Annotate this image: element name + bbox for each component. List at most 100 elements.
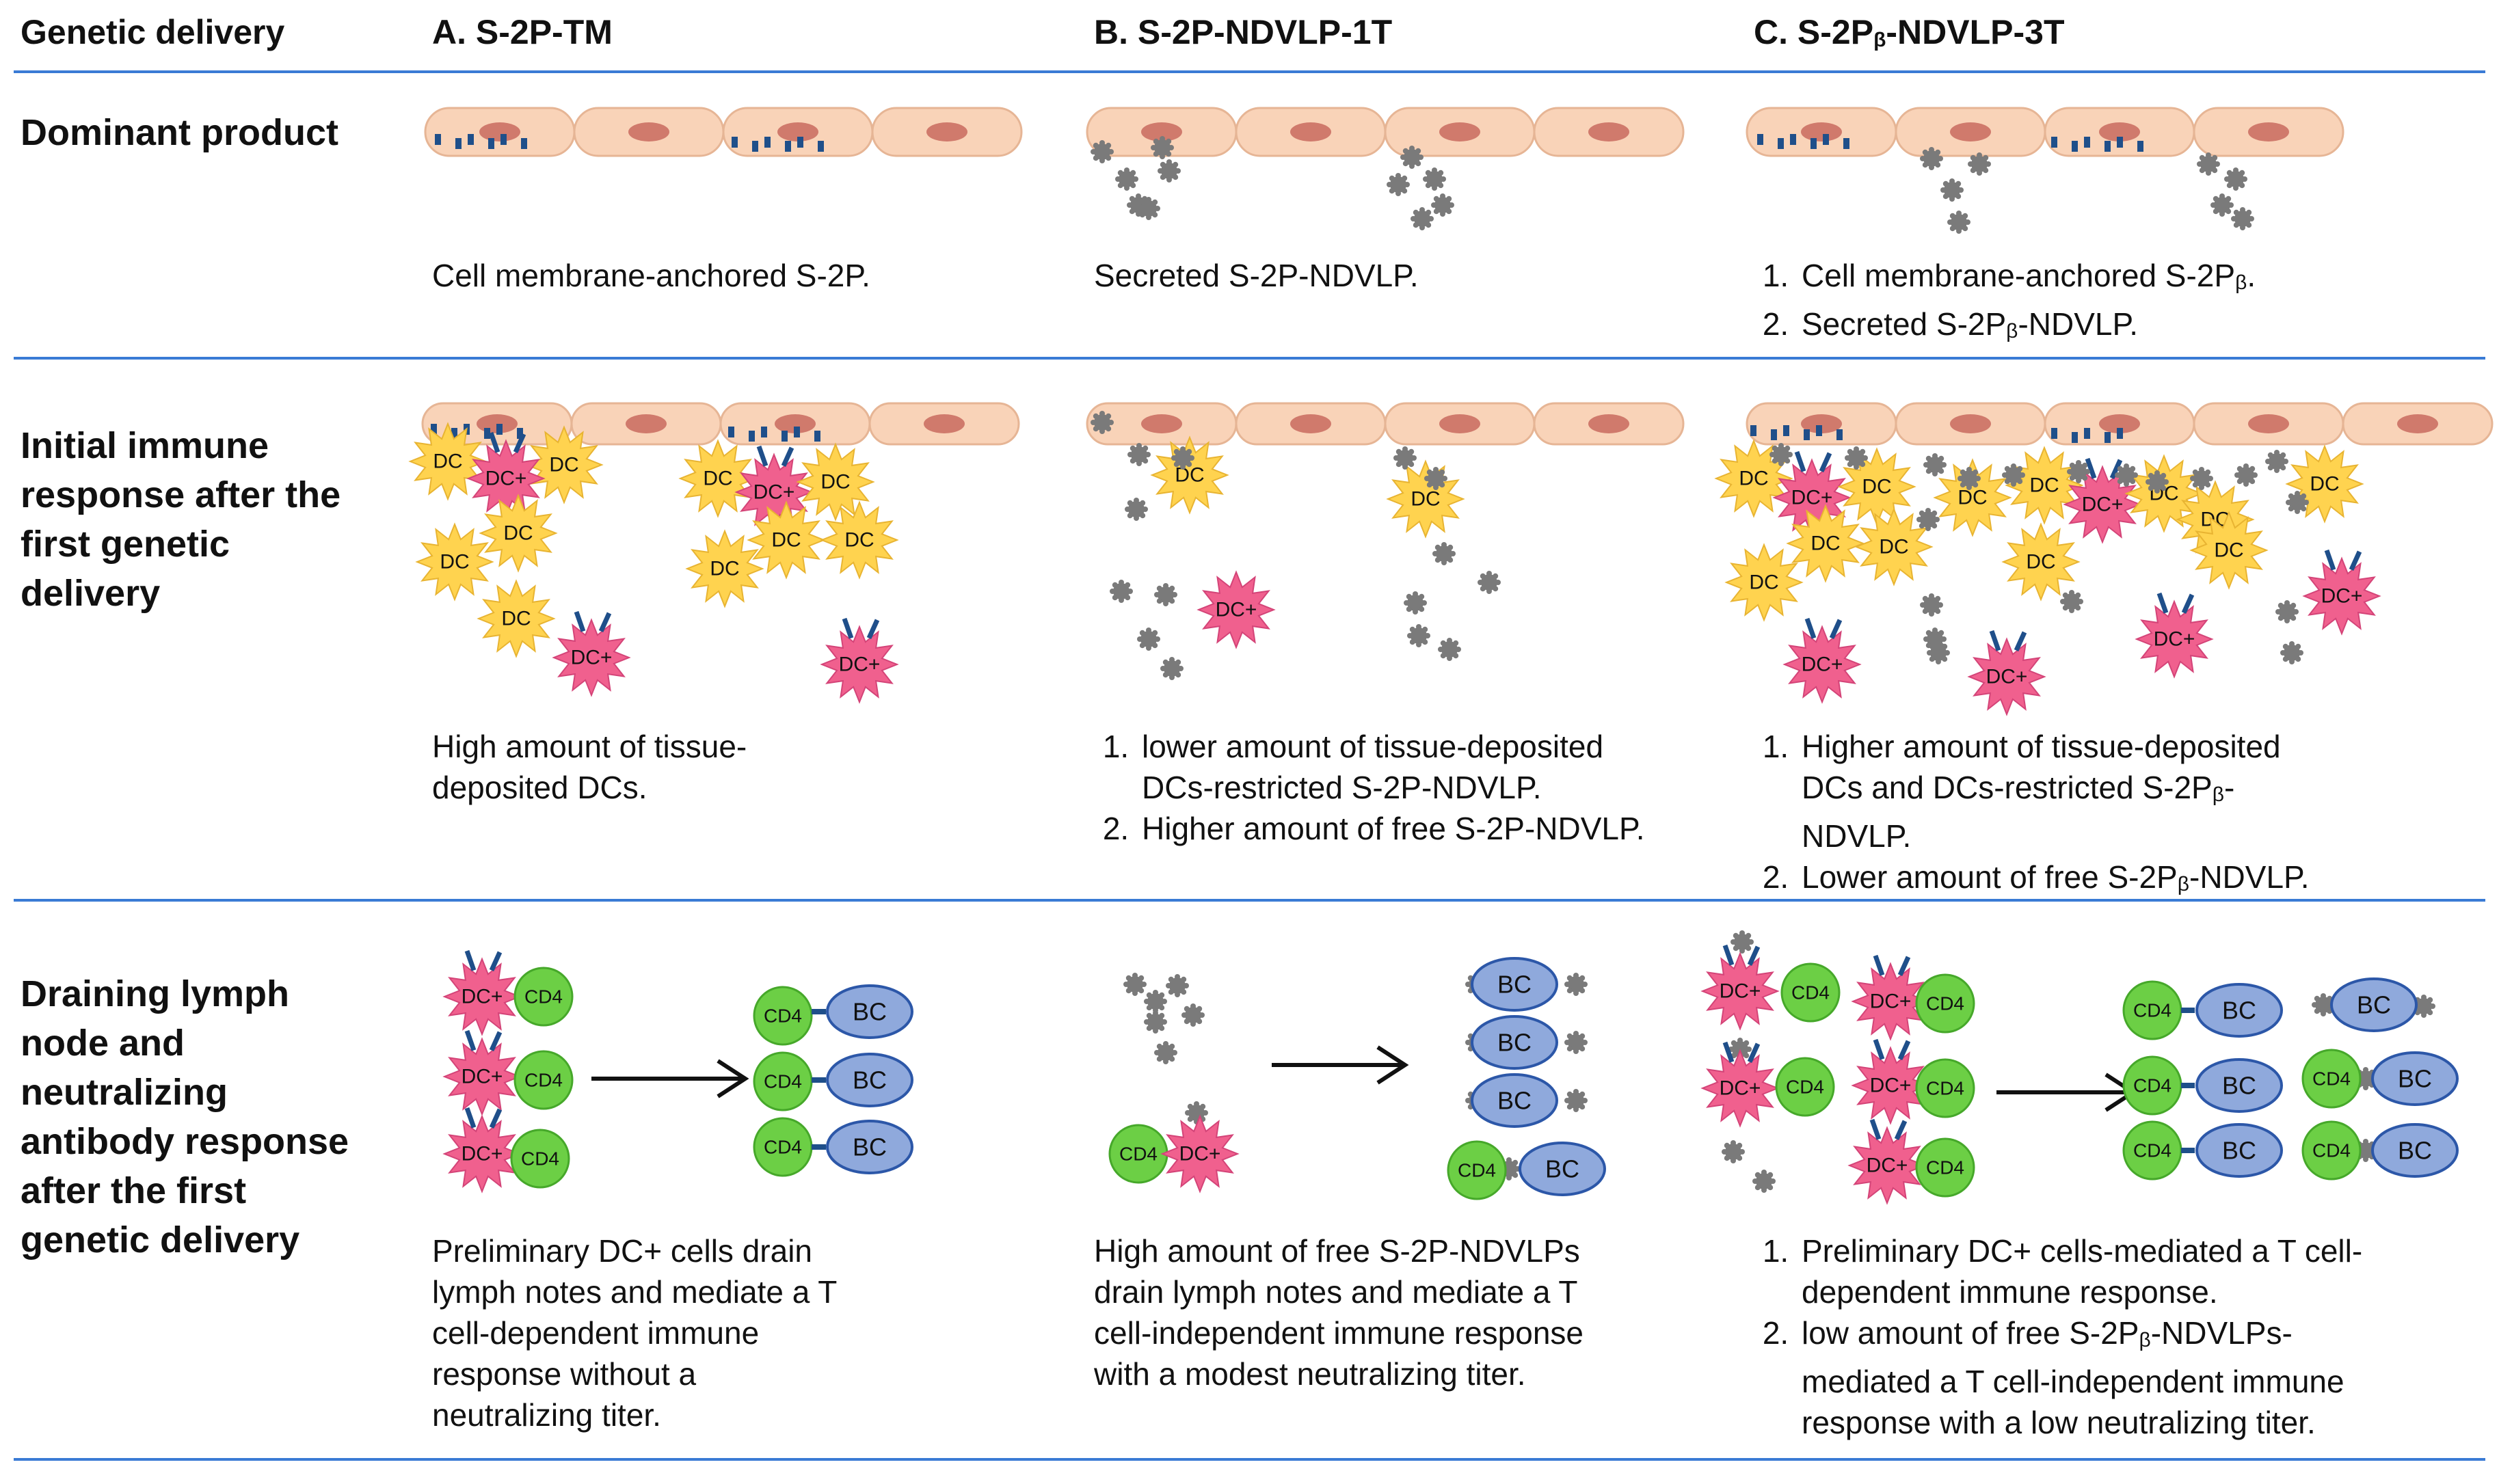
- dc-plus-cell: DC+: [1782, 617, 1862, 704]
- cell-label: DC+: [2321, 585, 2363, 608]
- ndvlp-particle: [1151, 136, 1174, 159]
- cell-label: DC: [1749, 571, 1778, 594]
- receptor: [728, 427, 734, 437]
- cell-label: CD4: [764, 1071, 802, 1092]
- cell-label: BC: [1497, 971, 1532, 999]
- cell-label: DC: [844, 529, 874, 552]
- cell-label: DC+: [1802, 653, 1843, 676]
- receptors-a1a: [435, 134, 527, 149]
- ndvlp-particle: [1438, 638, 1461, 661]
- dendritic-cell: DC: [415, 522, 494, 602]
- ndvlp-particle: [1431, 193, 1454, 217]
- cell-label: DC: [1879, 536, 1908, 558]
- nucleus: [924, 414, 965, 433]
- particles-c2: [1769, 443, 2309, 664]
- nucleus: [1950, 122, 1991, 141]
- dendritic-cell: DC: [796, 442, 875, 522]
- cell-label: DC: [1957, 487, 1987, 509]
- cell-label: BC: [2222, 997, 2256, 1025]
- dc-plus-cell: DC+: [2302, 549, 2381, 636]
- ndvlp-particle: [1916, 508, 1940, 531]
- receptor: [2084, 137, 2090, 148]
- caption-lymph-c-item2: low amount of free S-2Pβ-NDVLPs- mediate…: [1798, 1312, 2362, 1443]
- cell-label: DC: [2026, 551, 2055, 574]
- cd4-cell: CD4: [1447, 1140, 1507, 1200]
- dc-plus-cell: DC+: [1851, 1038, 1930, 1125]
- ndvlp-particle: [1564, 1089, 1588, 1112]
- ndvlp-particle: [1957, 467, 1981, 490]
- ndvlp-particle: [1730, 930, 1754, 954]
- caption-initial-b-item1: lower amount of tissue-depositedDCs-rest…: [1138, 726, 1645, 808]
- cd4-cell: CD4: [513, 1050, 574, 1110]
- ndvlp-particle: [1185, 1101, 1208, 1124]
- receptor: [818, 141, 824, 152]
- ndvlp-particle: [2265, 450, 2288, 473]
- ndvlp-particle: [1920, 593, 1943, 617]
- cd4-cell: CD4: [1108, 1124, 1168, 1184]
- receptors-c2a: [1750, 425, 1843, 440]
- ndvlp-particle: [1432, 542, 1456, 565]
- cd4-cell: CD4: [2122, 1055, 2182, 1116]
- cell-label: DC+: [462, 1143, 503, 1165]
- nucleus: [1801, 414, 1842, 433]
- header-col-a: A. S-2P-TM: [432, 13, 613, 51]
- cell-label: CD4: [764, 1006, 802, 1027]
- ndvlp-particle: [1393, 446, 1417, 470]
- ndvlp-particle: [1154, 1041, 1177, 1064]
- caption-lymph-c: Preliminary DC+ cells-mediated a T cell-…: [1754, 1230, 2362, 1443]
- ndvlp-particle: [1171, 446, 1194, 470]
- dendritic-cell: DC: [479, 494, 558, 573]
- dendritic-cell: DC: [1386, 459, 1465, 539]
- receptor: [2104, 432, 2111, 443]
- cell-label: DC: [1862, 476, 1891, 498]
- receptors-c1b: [2051, 137, 2143, 152]
- dendritic-cell: DC: [524, 425, 604, 504]
- nucleus: [926, 122, 967, 141]
- nucleus: [1588, 414, 1629, 433]
- receptor: [752, 141, 758, 152]
- receptor: [1750, 425, 1756, 436]
- receptor: [1816, 425, 1822, 436]
- b-cell: BC: [2371, 1123, 2459, 1178]
- nucleus: [628, 122, 669, 141]
- cell-label: CD4: [524, 986, 563, 1008]
- particles-c3: [1722, 930, 2435, 1193]
- particles-b2: [1091, 411, 1501, 680]
- ndvlp-particle: [1564, 1031, 1588, 1054]
- receptor: [451, 428, 457, 439]
- arrow-c3: [1996, 1072, 2137, 1112]
- cell-label: DC: [501, 608, 531, 630]
- epithelium-c1: [1746, 107, 2344, 157]
- ndvlp-particle: [1400, 146, 1424, 169]
- particles-b1: [1091, 136, 1454, 230]
- cell-label: BC: [853, 1066, 887, 1094]
- receptor: [1790, 134, 1796, 145]
- b-cell: BC: [2195, 983, 2283, 1038]
- receptor: [2051, 428, 2057, 439]
- cell-label: CD4: [2312, 1140, 2351, 1161]
- cell-label: CD4: [764, 1137, 802, 1158]
- receptor: [455, 138, 462, 149]
- cell-label: BC: [2222, 1072, 2256, 1100]
- cd4-cell: CD4: [1775, 1057, 1835, 1117]
- cd4-cell: CD4: [510, 1129, 570, 1189]
- nucleus: [2248, 414, 2289, 433]
- ndvlp-particle: [2067, 460, 2090, 483]
- cell-label: DC+: [2154, 628, 2195, 651]
- ndvlp-particle: [1478, 571, 1501, 594]
- cell-label: DC+: [839, 653, 881, 676]
- cd4-cell: CD4: [753, 1117, 813, 1177]
- cell-label: DC+: [1870, 990, 1912, 1013]
- caption-dominant-b: Secreted S-2P-NDVLP.: [1094, 258, 1419, 293]
- cell-label: DC: [1175, 464, 1204, 487]
- receptor: [1778, 138, 1784, 149]
- receptor: [1757, 134, 1763, 145]
- b-cell: BC: [2195, 1058, 2283, 1113]
- receptors-c1a: [1757, 134, 1849, 149]
- ndvlp-particle: [1137, 197, 1160, 220]
- cell-label: CD4: [1458, 1160, 1496, 1181]
- dc-plus-cell: DC+: [1700, 1041, 1780, 1128]
- cell-label: DC+: [1216, 599, 1257, 621]
- cell-label: DC: [771, 529, 801, 552]
- ndvlp-particle: [1127, 443, 1151, 466]
